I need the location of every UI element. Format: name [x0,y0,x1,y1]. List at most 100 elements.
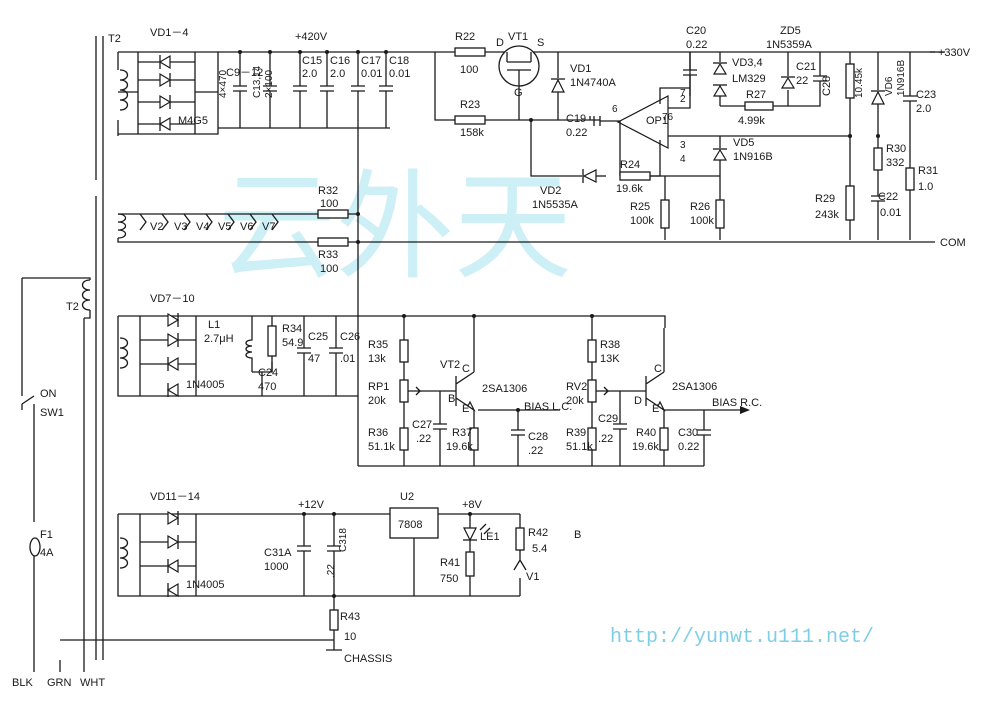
com-label: COM [940,237,966,249]
c17-label: C17 [361,55,381,67]
r34-label: R34 [282,323,302,335]
vt1-d-label: D [496,37,504,49]
c27-value: .22 [416,433,431,445]
r24-value: 19.6k [616,183,643,195]
vd11-14-label: VD11－14 [150,491,200,503]
transformer-label: T2 [108,33,121,45]
r26-value: 100k [690,215,714,227]
c13-14-value: 2×100 [264,69,275,98]
vt3-d-label: D [634,395,642,407]
vt1-g-label: G [514,87,523,99]
zd5-label: ZD5 [780,25,801,37]
rp1-label: RP1 [368,381,389,393]
c25-label: C25 [308,331,328,343]
resistor-r38 [587,339,597,363]
c30-value: 0.22 [678,441,699,453]
plus12-label: +12V [298,499,325,511]
transistor-vt3 [645,328,666,412]
c24-value: 470 [258,381,276,393]
transistor-vt2 [455,316,476,412]
c31b-value: .22 [326,564,337,578]
r33-label: R33 [318,249,338,261]
vd1-4-label: VD1－4 [150,27,189,39]
resistor-r29 [845,185,855,221]
resistor-r40 [659,427,669,451]
r42-label: R42 [528,527,548,539]
pin4-label: 4 [680,154,686,165]
vd5-label: VD5 [733,137,754,149]
fuse-label: F1 [40,529,53,541]
c13-14-label: C13,14 [252,65,263,98]
potentiometer-rp1 [399,379,409,403]
v5-label: V5 [218,221,231,233]
r34-value: 54.9 [282,337,303,349]
vt2-label: VT2 [440,359,460,371]
v4-label: V4 [196,221,209,233]
capacitor-c16 [320,52,334,128]
c16-label: C16 [330,55,350,67]
r33-value: 100 [320,263,338,275]
filament-supply: V2 V3 V4 V5 V6 V7 R32 100 R33 100 COM [117,128,966,466]
r42-value: 5.4 [532,543,547,555]
v1-label: V1 [526,571,539,583]
r36-label: R36 [368,427,388,439]
c19-value: 0.22 [566,127,587,139]
vd1-label: VD1 [570,63,591,75]
resistor-r24 [619,171,651,181]
r41-label: R41 [440,557,460,569]
r35-label: R35 [368,339,388,351]
vd2-value: 1N5535A [532,199,579,211]
r30-value: 332 [886,157,904,169]
r39-label: R39 [566,427,586,439]
c27-label: C27 [412,419,432,431]
m4g5-label: M4G5 [178,115,208,127]
r31-label: R31 [918,165,938,177]
bias-rc-label: BIAS R.C. [712,397,762,409]
capacitor-c13-14 [263,52,277,128]
vd6-label: VD6 [884,76,895,96]
resistor-r41 [465,551,475,577]
plus330-label: +330V [938,47,971,59]
resistor-r22 [454,47,486,57]
regulator-u2 [389,507,439,539]
r23-value: 158k [460,127,484,139]
r42-b-label: B [574,529,581,541]
resistor-r43 [329,609,339,631]
c23-value: 2.0 [916,103,931,115]
r25-label: R25 [630,201,650,213]
resistor-r34 [267,325,277,357]
v7-label: V7 [262,221,275,233]
c24-label: C24 [258,367,278,379]
r23-label: R23 [460,99,480,111]
c19-label: C19 [566,113,586,125]
r41-value: 750 [440,573,458,585]
capacitor-c15 [293,52,307,128]
switch-on-label: ON [40,388,57,400]
l1-value: 2.7μH [204,333,234,345]
vd7-10-label: VD7－10 [150,293,195,305]
c30-label: C30 [678,427,698,439]
source-url: http://yunwt.u111.net/ [610,626,874,649]
bias-supply: VD7－10 1N4005 L1 2.7μH R34 54.9 C24 470 … [117,293,762,467]
pin7-label: 7 [680,88,686,99]
c31a-label: C31A [264,547,292,559]
r28-value: 10.45k [854,67,865,98]
r28-label: C28 [821,76,833,96]
c25-value: 47 [308,353,320,365]
plus420-label: +420V [295,31,328,43]
capacitor-c18 [379,52,393,128]
r40-label: R40 [636,427,656,439]
resistor-r33 [317,237,349,247]
c20-value: 0.22 [686,39,707,51]
r40-value: 19.6k [632,441,659,453]
r27-label: R27 [746,89,766,101]
r29-value: 243k [815,209,839,221]
r43-label: R43 [340,611,360,623]
resistor-r31 [905,167,915,191]
r31-value: 1.0 [918,181,933,193]
vd2-label: VD2 [540,185,561,197]
bias-lc-label: BIAS L.C. [524,401,572,413]
r26-label: R26 [690,201,710,213]
